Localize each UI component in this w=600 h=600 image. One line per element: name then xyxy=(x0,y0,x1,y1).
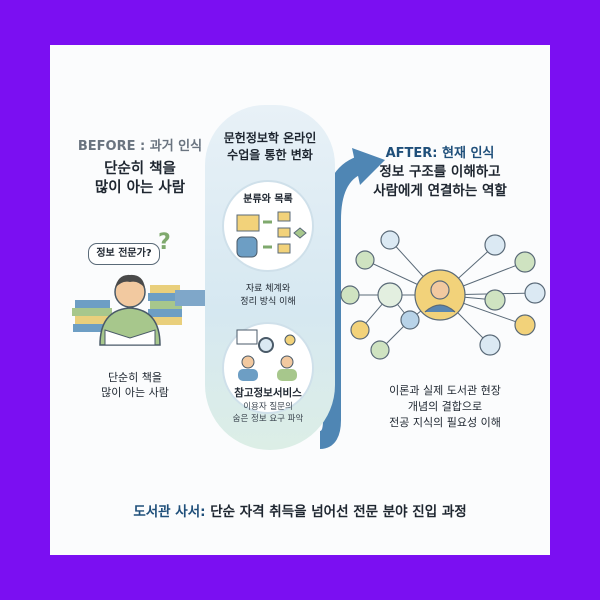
caption-line: 정리 방식 이해 xyxy=(240,297,296,307)
caption-line: 숨은 정보 요구 파악 xyxy=(232,414,304,424)
before-title-line: 많이 아는 사람 xyxy=(94,180,186,196)
caption-line: 단순히 책을 xyxy=(107,371,163,384)
books-icon xyxy=(72,285,182,332)
lightbulb-icon xyxy=(284,334,296,346)
person-icon xyxy=(99,274,161,346)
after-label: AFTER: 현재 인식 xyxy=(385,146,495,161)
folder-icon xyxy=(236,214,260,232)
footer-title: 도서관 사서: 단순 자격 취득을 넘어선 전문 분야 진입 과정 xyxy=(60,500,540,520)
network-nodes xyxy=(340,230,546,360)
caption-line: 개념의 결합으로 xyxy=(407,400,483,413)
after-title-line: 정보 구조를 이해하고 xyxy=(379,164,501,180)
footer-prefix: 도서관 사서: xyxy=(133,504,206,520)
step2-title: 참고정보서비스 xyxy=(234,387,302,399)
caption-line: 이론과 실제 도서관 현장 xyxy=(389,384,501,397)
database-icon xyxy=(236,236,258,258)
caption-line: 자료 체계와 xyxy=(245,284,291,294)
before-label: BEFORE : 과거 인식 xyxy=(77,139,203,154)
caption-line: 이용자 질문의 xyxy=(243,402,293,412)
course-title-line: 수업을 통한 변화 xyxy=(227,148,313,162)
before-title-line: 단순히 책을 xyxy=(104,161,176,177)
caption-line: 많이 아는 사람 xyxy=(101,386,169,399)
users-icon xyxy=(238,355,297,381)
footer-text: 단순 자격 취득을 넘어선 전문 분야 진입 과정 xyxy=(205,504,467,520)
after-title-line: 사람에게 연결하는 역할 xyxy=(373,183,507,199)
chat-search-icon xyxy=(236,329,274,353)
flowchart-icon xyxy=(263,211,307,254)
course-title-line: 문헌정보학 온라인 xyxy=(223,131,317,145)
caption-line: 전공 지식의 필요성 이해 xyxy=(389,416,501,429)
question-mark-icon: ? xyxy=(158,230,171,255)
speech-bubble: 정보 전문가? xyxy=(88,243,160,265)
step1-title: 분류와 목록 xyxy=(243,194,293,205)
